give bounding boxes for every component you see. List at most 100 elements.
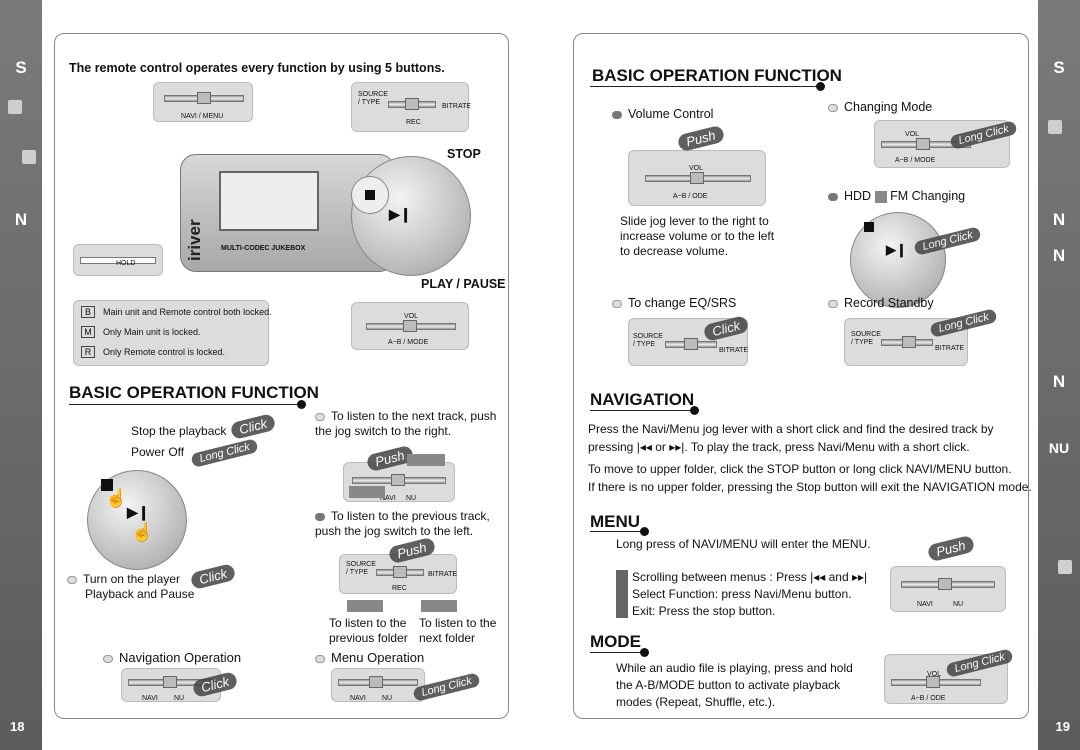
navi-menu-callout: NAVI / MENU [153, 82, 253, 122]
bitrate-label: BITRATE [935, 345, 965, 352]
click-tag: Click [189, 562, 237, 591]
ab-mode-label: A−B / MODE [388, 339, 429, 346]
mode-title: MODE [590, 632, 641, 651]
stop-playback-label: Stop the playback [131, 424, 227, 438]
play-pause-icon: ▶❙ [127, 504, 150, 520]
device-text: MULTI-CODEC JUKEBOX [221, 245, 306, 252]
push-tag: Push [676, 124, 726, 153]
nu-label: NU [953, 601, 964, 608]
lock-list [73, 300, 269, 366]
menu-select-text: Select Function: press Navi/Menu button. [632, 587, 852, 601]
navi-label: NAVI [350, 695, 366, 702]
source-type-label: SOURCE / TYPE [633, 333, 663, 348]
left-page-panel: The remote control operates every functi… [54, 33, 509, 719]
side-letter-s: S [1053, 58, 1065, 77]
navigation-operation-label: Navigation Operation [103, 650, 241, 665]
bitrate-label: BITRATE [442, 103, 472, 110]
hold-callout: HOLD [73, 244, 163, 276]
side-tile [8, 100, 22, 114]
push-tag: Push [926, 534, 976, 563]
rec-label: REC [392, 585, 407, 592]
source-type-label: SOURCE / TYPE [358, 91, 388, 106]
prev-folder-text: To listen to the previous folder [329, 616, 408, 645]
nu-label: NU [382, 695, 393, 702]
nu-label: NU [174, 695, 185, 702]
next-folder-text: To listen to the next folder [419, 616, 497, 645]
side-letter-nu: NU [1048, 440, 1070, 456]
source-type-label: SOURCE / TYPE [851, 331, 881, 346]
arrow-right-icon [421, 600, 457, 612]
left-side-strip: S N 18 [0, 0, 42, 750]
changing-mode-label: Changing Mode [828, 100, 932, 115]
stop-icon [864, 222, 874, 232]
right-page-panel: BASIC OPERATION FUNCTION Volume Control … [573, 33, 1032, 719]
volume-remote: VOL A−B / ODE [628, 150, 766, 206]
rec-label: REC [406, 119, 421, 126]
stop-icon [101, 479, 113, 491]
side-tile [1058, 560, 1072, 574]
navi-label: NAVI [380, 495, 396, 502]
bitrate-label: BITRATE [719, 347, 749, 354]
navigation-paragraph-3: If there is no upper folder, pressing th… [588, 480, 1032, 494]
side-letter-n: N [1052, 246, 1066, 265]
next-track-text: To listen to the next track, push the jo… [315, 409, 497, 438]
section-rule [590, 82, 825, 91]
vol-label: VOL [404, 313, 419, 320]
slide-volume-text: Slide jog lever to the right to increase… [620, 214, 775, 258]
page-number-left: 18 [10, 719, 25, 734]
side-letter-s: S [15, 58, 27, 77]
side-letter-n: N [14, 210, 28, 229]
play-pause-label: PLAY / PAUSE [421, 277, 506, 291]
right-side-strip: S N N N NU 19 [1038, 0, 1080, 750]
vol-label: VOL [905, 131, 920, 138]
turn-on-label: Turn on the player [67, 572, 180, 587]
ab-mode-label: A−B / MODE [895, 157, 936, 164]
navigation-rule [590, 406, 699, 415]
arrow-left-icon [347, 600, 383, 612]
mode-rule [590, 648, 649, 657]
ab-mode-label: A−B / ODE [911, 695, 946, 702]
nu-label: NU [406, 495, 417, 502]
playback-pause-label: Playback and Pause [85, 587, 195, 601]
menu-title: MENU [590, 512, 641, 531]
vol-label: VOL [927, 671, 942, 678]
prev-icon: |◂◂ [636, 440, 652, 454]
menu-paragraph: Long press of NAVI/MENU will enter the M… [616, 537, 871, 551]
menu-remote: NAVI NU [890, 566, 1006, 612]
source-type-label: SOURCE / TYPE [346, 561, 376, 576]
menu-operation-remote: NAVI NU [331, 668, 425, 702]
stop-label: STOP [447, 147, 481, 161]
side-tile [1048, 120, 1062, 134]
prev-track-text: To listen to the previous track, push th… [315, 509, 490, 538]
navigation-paragraph-1b: pressing |◂◂ or ▸▸|. To play the track, … [588, 440, 970, 454]
hold-label: HOLD [116, 260, 136, 267]
record-standby-label: Record Standby [828, 296, 934, 311]
section-rule [69, 400, 306, 409]
section-title-right: BASIC OPERATION FUNCTION [592, 66, 842, 85]
click-tag: Click [229, 412, 277, 441]
vol-callout: VOL A−B / MODE [351, 302, 469, 350]
navi-menu-label: NAVI / MENU [181, 113, 224, 120]
power-off-label: Power Off [131, 445, 185, 459]
side-letter-n: N [1052, 210, 1066, 229]
navigation-title: NAVIGATION [590, 390, 695, 409]
next-icon: ▸▸| [669, 440, 685, 454]
navi-label: NAVI [142, 695, 158, 702]
menu-scroll-text: Scrolling between menus : Press |◂◂ and … [632, 570, 868, 584]
long-click-tag: Long Click [190, 438, 260, 468]
menu-bar-icon [616, 570, 628, 618]
volume-control-label: Volume Control [612, 107, 713, 122]
menu-operation-label: Menu Operation [315, 650, 424, 665]
menu-exit-text: Exit: Press the stop button. [632, 604, 776, 618]
bitrate-label: BITRATE [428, 571, 458, 578]
source-type-callout: SOURCE / TYPE BITRATE REC [351, 82, 472, 132]
hand-icon: ☝ [131, 522, 154, 542]
device-screen [219, 171, 319, 231]
device-brand: iriver [185, 219, 204, 261]
side-tile [22, 150, 36, 164]
stop-button[interactable] [351, 176, 389, 214]
play-pause-icon: ▶❙ [886, 242, 907, 257]
section-title-left: BASIC OPERATION FUNCTION [69, 383, 319, 402]
